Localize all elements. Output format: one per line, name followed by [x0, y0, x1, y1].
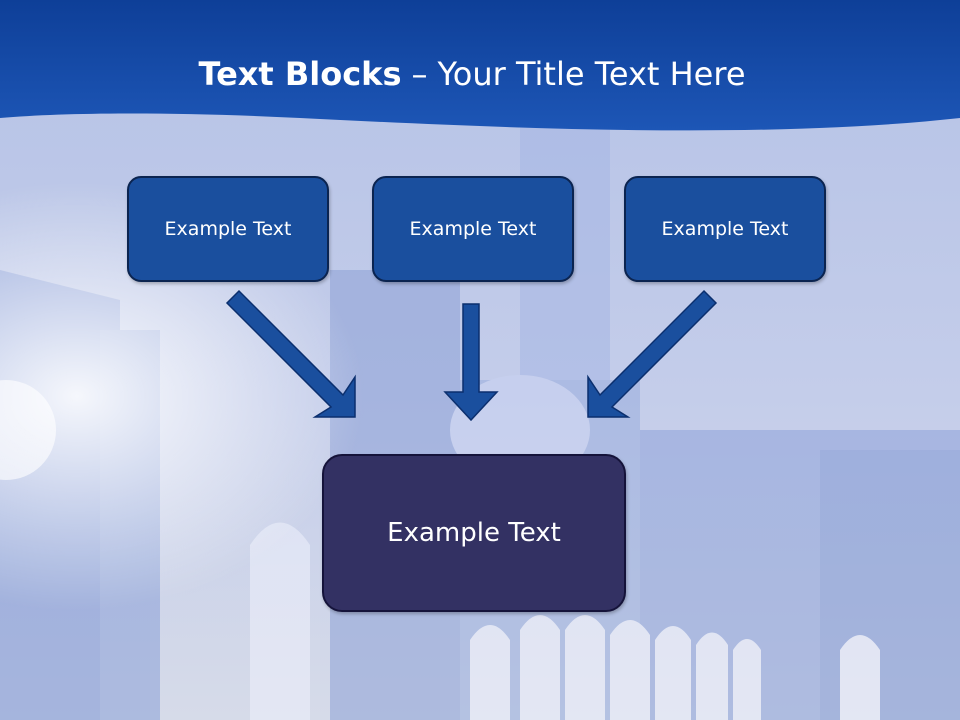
- slide-title: Text Blocks–Your Title Text Here: [0, 52, 944, 96]
- text-block-3[interactable]: Example Text: [624, 176, 826, 282]
- target-block[interactable]: Example Text: [322, 454, 626, 612]
- title-bold: Text Blocks: [198, 55, 402, 93]
- title-rest: Your Title Text Here: [437, 55, 746, 93]
- text-block-2[interactable]: Example Text: [372, 176, 574, 282]
- title-separator: –: [411, 55, 428, 93]
- header-band: [0, 0, 960, 131]
- text-block-1[interactable]: Example Text: [127, 176, 329, 282]
